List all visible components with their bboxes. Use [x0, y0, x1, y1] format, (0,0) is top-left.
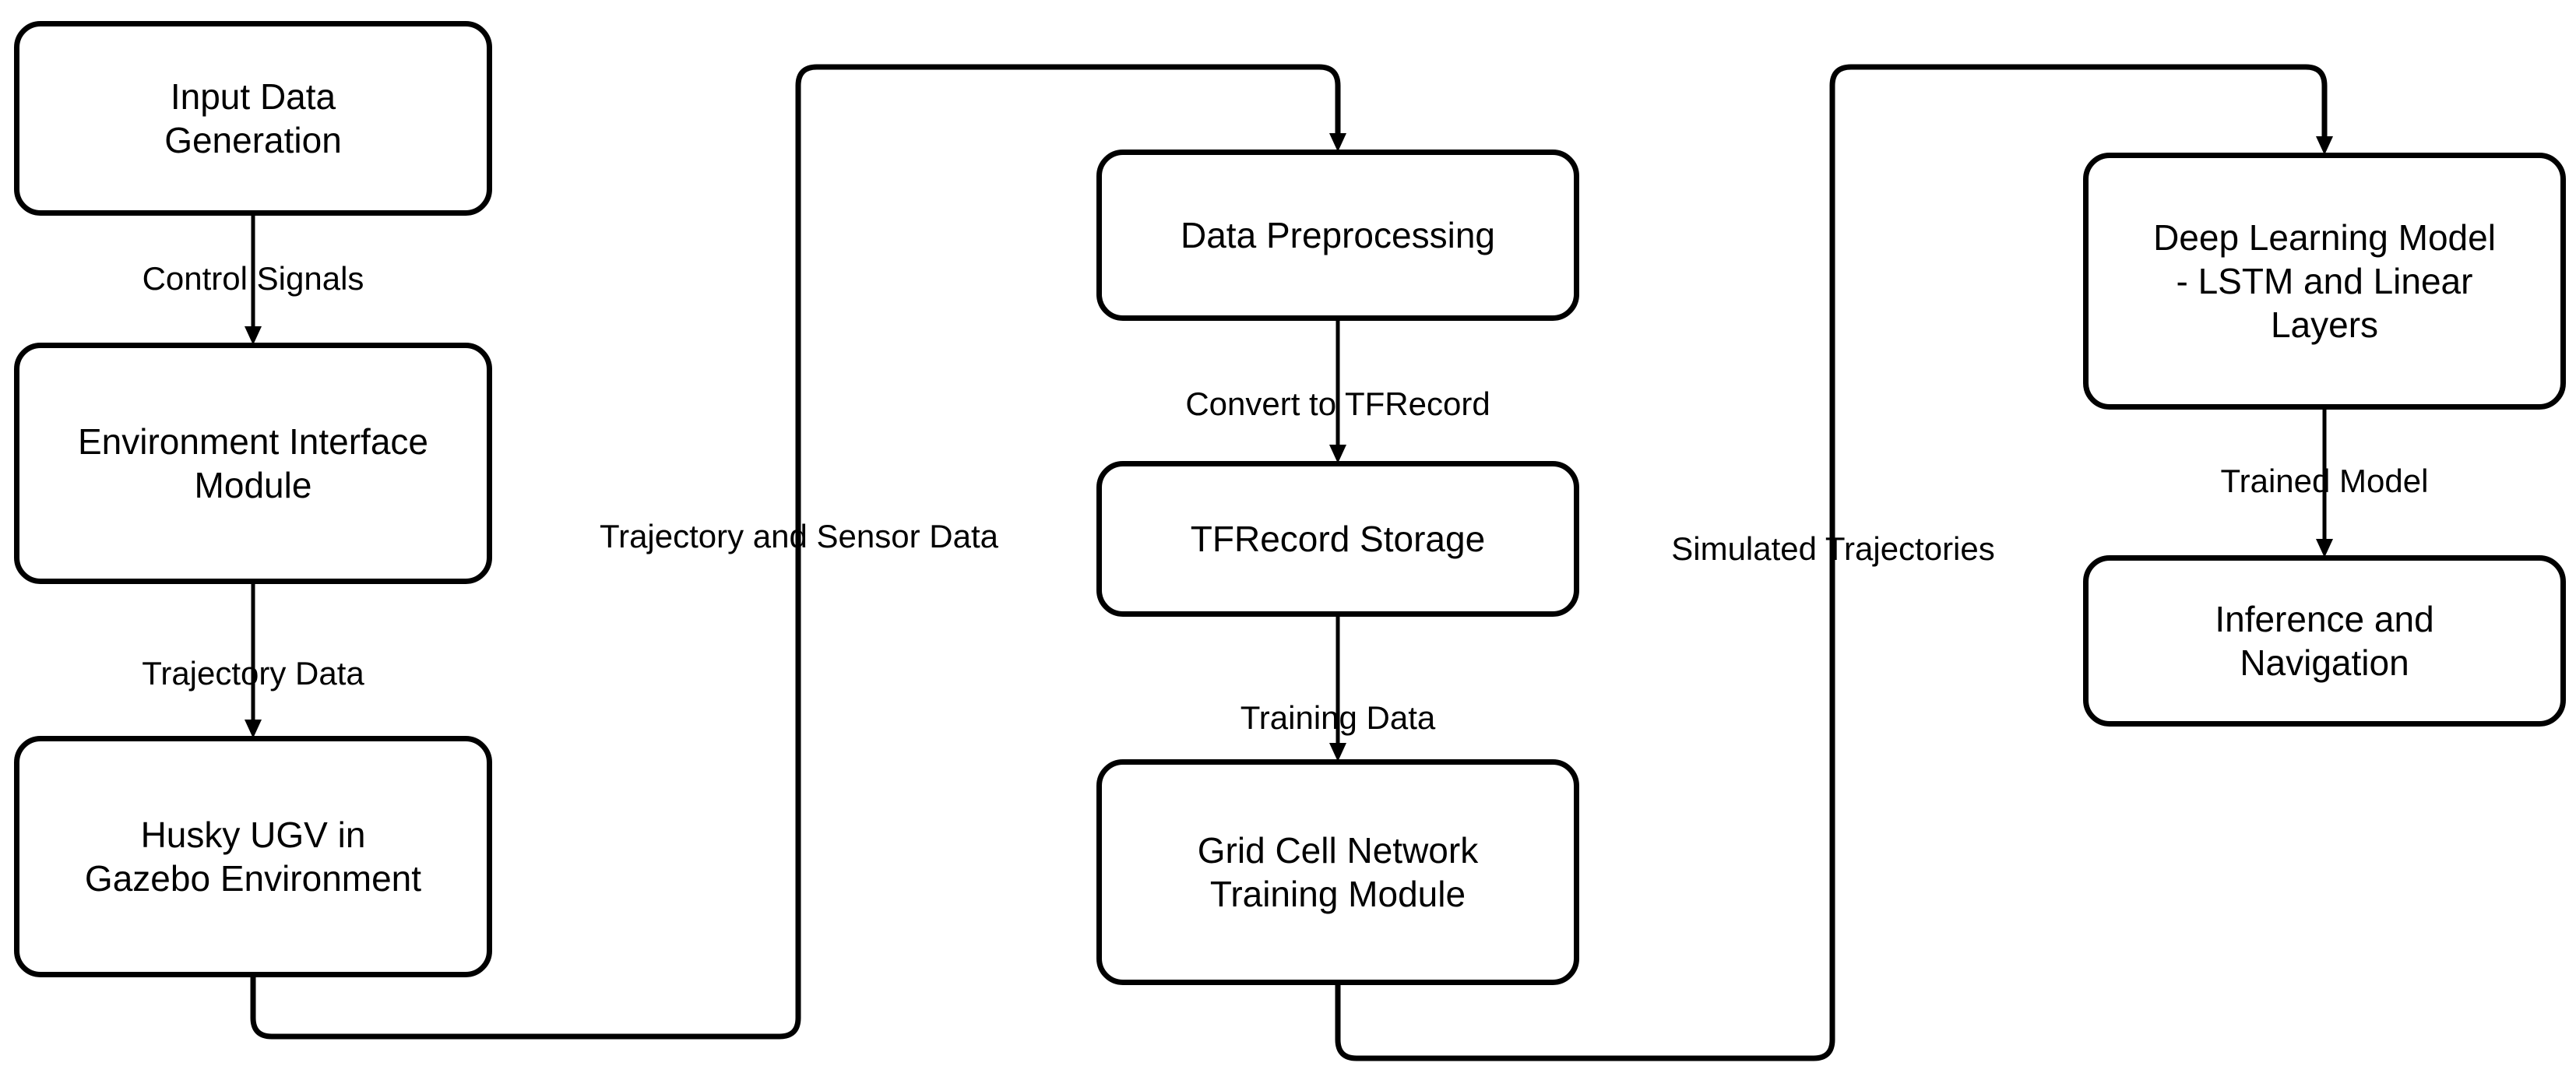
- edge-label-trained-model: Trained Model: [2220, 462, 2429, 499]
- edge-label-trajectory-data: Trajectory Data: [142, 654, 364, 692]
- edge-label-trajectory-and-sensor-data: Trajectory and Sensor Data: [599, 517, 999, 554]
- node-deep-learning-model[interactable]: Deep Learning Model - LSTM and Linear La…: [2083, 153, 2566, 410]
- edge-label-convert-to-tfrecord: Convert to TFRecord: [1185, 385, 1490, 422]
- node-environment-interface-module[interactable]: Environment Interface Module: [14, 343, 492, 584]
- node-inference-and-navigation[interactable]: Inference and Navigation: [2083, 555, 2566, 727]
- node-husky-ugv-gazebo-environment[interactable]: Husky UGV in Gazebo Environment: [14, 736, 492, 977]
- edge-label-control-signals: Control Signals: [142, 259, 364, 297]
- node-input-data-generation[interactable]: Input Data Generation: [14, 21, 492, 216]
- node-data-preprocessing[interactable]: Data Preprocessing: [1096, 150, 1579, 321]
- edge-label-simulated-trajectories: Simulated Trajectories: [1671, 530, 1995, 567]
- edge-label-training-data: Training Data: [1240, 699, 1436, 736]
- node-grid-cell-network-training-module[interactable]: Grid Cell Network Training Module: [1096, 759, 1579, 985]
- node-tfrecord-storage[interactable]: TFRecord Storage: [1096, 461, 1579, 617]
